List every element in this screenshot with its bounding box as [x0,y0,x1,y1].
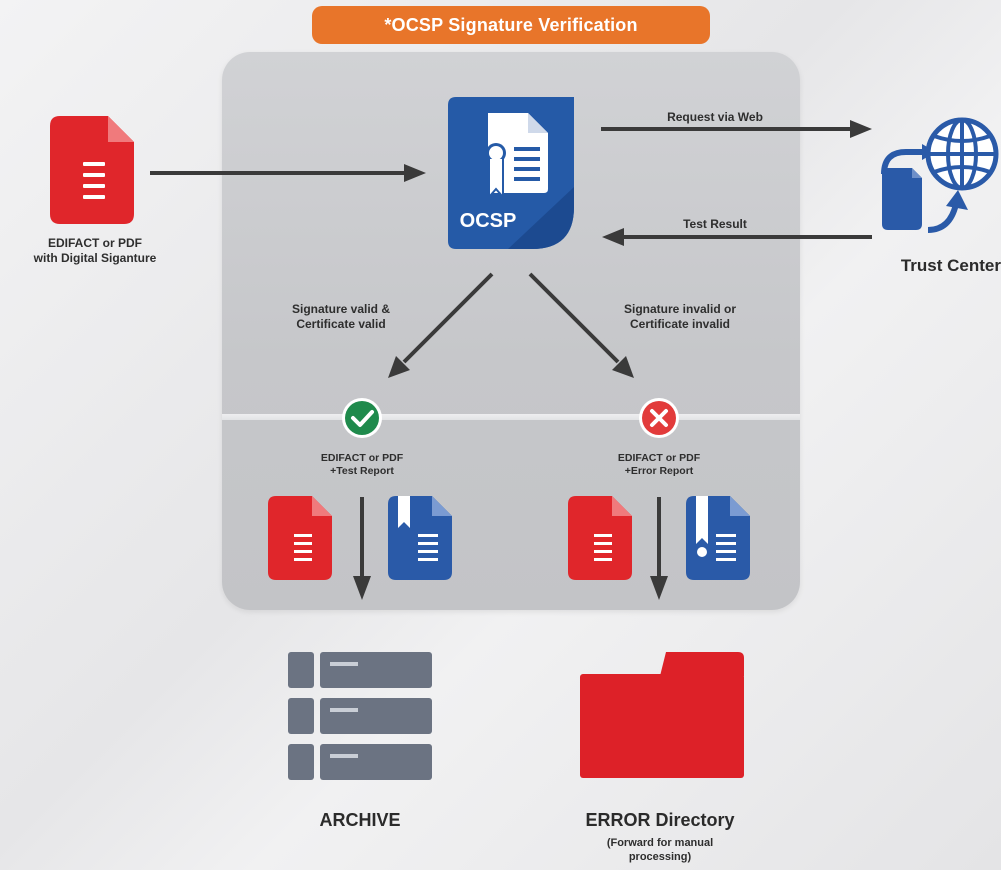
panel-divider [222,414,800,420]
invalid-output-line1: EDIFACT or PDF [617,452,701,464]
valid-pdf-document-icon [268,496,332,580]
certificate-icon [448,97,574,249]
folder-icon [580,652,744,778]
input-label-line2: with Digital Siganture [33,251,157,265]
request-label: Request via Web [667,110,763,124]
check-icon [342,398,382,438]
valid-output-line1: EDIFACT or PDF [320,452,404,464]
error-directory-sublabel: (Forward for manual processing) [580,836,740,864]
arrow-to-valid [402,272,494,364]
x-icon [639,398,679,438]
invalid-condition-label: Signature invalid or Certificate invalid [590,302,770,332]
diagram-title: *OCSP Signature Verification [312,6,710,44]
invalid-output-line2: +Error Report [624,465,694,477]
valid-condition-line2: Certificate valid [296,317,386,331]
pdf-document-icon [50,116,134,224]
result-label: Test Result [683,217,747,231]
valid-output-line2: +Test Report [330,465,394,477]
trust-center-label: Trust Center [900,256,1001,275]
error-directory-sub-line1: (Forward for manual [606,837,714,849]
error-directory-sub-line2: processing) [628,851,692,863]
globe-transfer-icon [881,117,999,233]
ocsp-label: OCSP [459,210,517,232]
test-report-document-icon [388,496,452,580]
archive-label: ARCHIVE [319,810,401,830]
input-label: EDIFACT or PDF with Digital Siganture [0,236,190,266]
input-label-line1: EDIFACT or PDF [47,236,142,250]
invalid-condition-line2: Certificate invalid [629,317,731,331]
valid-output-label: EDIFACT or PDF +Test Report [290,452,434,478]
invalid-output-label: EDIFACT or PDF +Error Report [587,452,731,478]
valid-condition-label: Signature valid & Certificate valid [256,302,426,332]
error-directory-label: ERROR Directory [585,810,735,830]
arrow-to-invalid [528,272,620,364]
server-archive-icon [288,652,432,780]
error-report-document-icon [686,496,750,580]
invalid-condition-line1: Signature invalid or [623,302,737,316]
invalid-pdf-document-icon [568,496,632,580]
valid-condition-line1: Signature valid & [291,302,391,316]
